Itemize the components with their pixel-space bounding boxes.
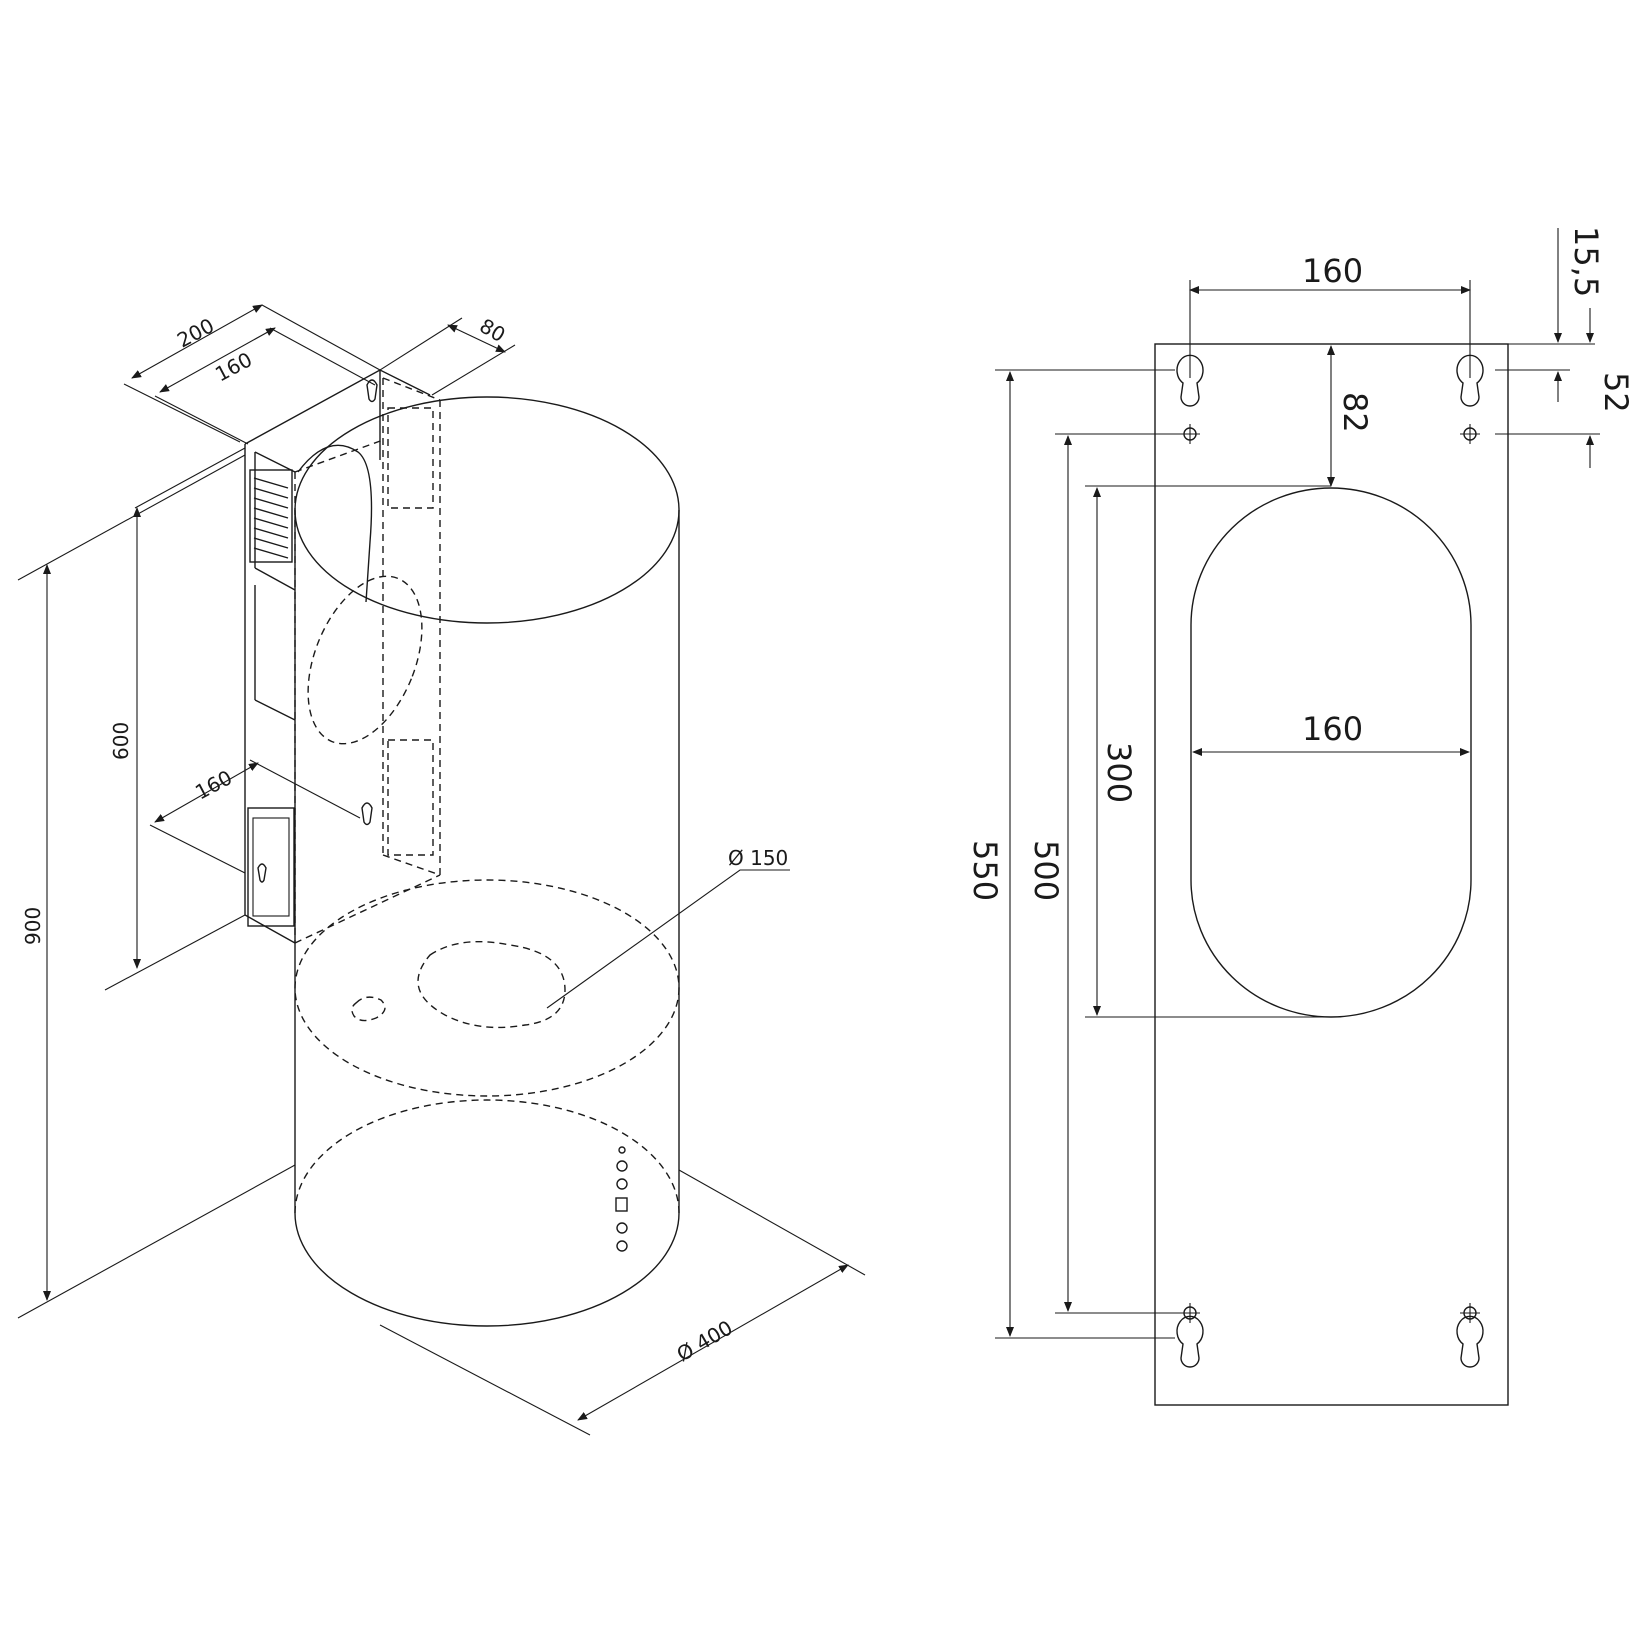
dim-plate-550-label: 550 [966, 840, 1004, 901]
hole-top-right [1460, 424, 1480, 444]
plate-cutout [1190, 487, 1472, 1018]
dim-600: 600 [104, 447, 246, 991]
dim-600-label: 600 [109, 722, 133, 760]
dim-plate-82: 82 [1327, 345, 1374, 487]
dim-outlet-label: Ø 150 [728, 846, 788, 870]
dim-900: 900 [17, 454, 296, 1319]
dim-plate-82-label: 82 [1336, 392, 1374, 433]
keyhole-top-right [1456, 354, 1484, 407]
dim-plate-550: 550 [966, 369, 1175, 1339]
hole-top-left [1180, 424, 1200, 444]
dim-160-lower-label: 160 [191, 765, 236, 804]
cylinder-body [294, 396, 680, 1327]
dim-plate-160-top-label: 160 [1302, 252, 1363, 290]
dim-160-lower: 160 [149, 759, 361, 874]
dim-plate-52-label: 52 [1597, 372, 1635, 413]
dim-900-label: 900 [21, 907, 45, 945]
dim-200: 200 [123, 304, 381, 443]
dim-plate-160-cutout-label: 160 [1302, 710, 1363, 748]
dim-plate-160-cutout: 160 [1192, 710, 1470, 756]
dim-outlet: Ø 150 [546, 846, 790, 1009]
dim-80-label: 80 [476, 314, 510, 348]
hood-isometric-view: 200 160 80 600 900 [17, 304, 866, 1436]
wall-bracket [244, 369, 441, 944]
dim-160-top-label: 160 [211, 347, 256, 386]
dim-plate-300-label: 300 [1100, 742, 1138, 803]
keyhole-bottom-right [1456, 1315, 1484, 1368]
keyhole-top-left [1176, 354, 1204, 407]
dim-plate-500-label: 500 [1027, 840, 1065, 901]
dim-400: Ø 400 [379, 1169, 866, 1436]
dim-plate-52: 52 [1495, 308, 1635, 468]
dim-plate-160-top: 160 [1189, 252, 1471, 378]
keyhole-bottom-left [1176, 1315, 1204, 1368]
dim-80: 80 [379, 314, 516, 396]
mounting-plate-view: 160 15,5 52 82 160 [966, 226, 1635, 1406]
dim-400-label: Ø 400 [673, 1315, 737, 1366]
dim-plate-15-5-label: 15,5 [1567, 226, 1605, 297]
control-panel [615, 1146, 628, 1252]
vent-slots [253, 477, 289, 559]
hole-bottom-left [1180, 1303, 1200, 1323]
hole-bottom-right [1460, 1303, 1480, 1323]
plate-outline [1154, 343, 1509, 1406]
dim-plate-15-5: 15,5 [1495, 226, 1605, 402]
dim-plate-300: 300 [1085, 485, 1331, 1018]
dim-plate-500: 500 [1027, 433, 1180, 1314]
dim-200-label: 200 [173, 313, 218, 352]
